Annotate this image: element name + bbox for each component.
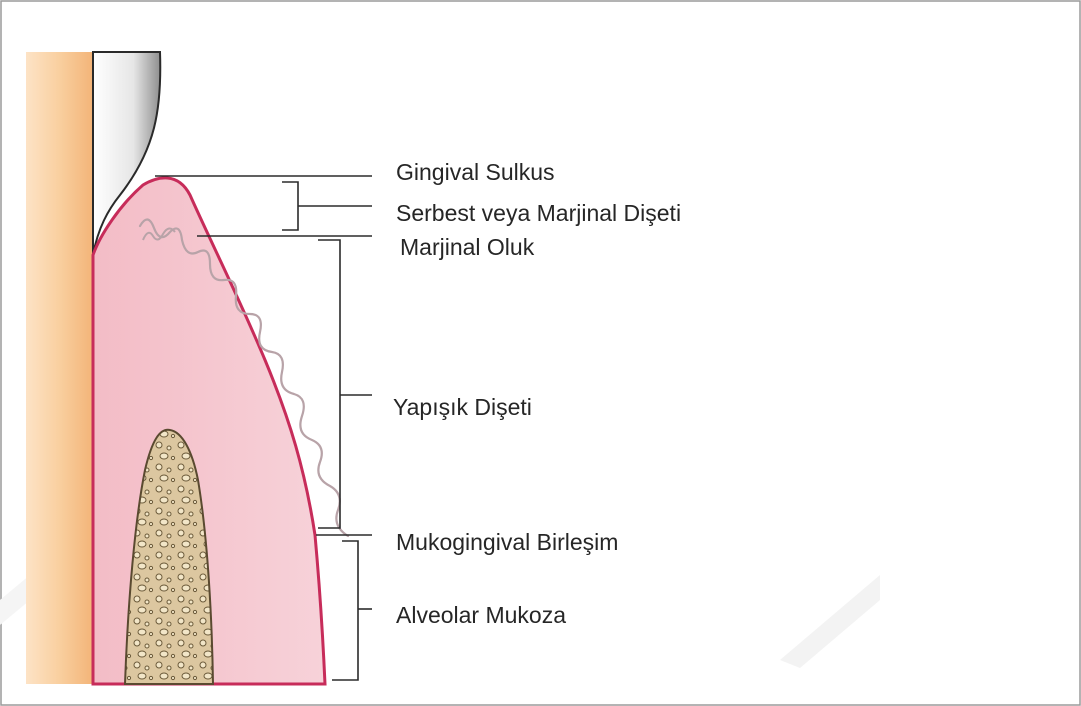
label-marjinal-oluk: Marjinal Oluk (400, 236, 534, 259)
label-yapisik-diseti: Yapışık Dişeti (393, 396, 532, 419)
label-mukogingival-birlesim: Mukogingival Birleşim (396, 531, 618, 554)
tooth-root (26, 52, 93, 684)
label-alveolar-mukoza: Alveolar Mukoza (396, 604, 566, 627)
label-gingival-sulkus: Gingival Sulkus (396, 161, 555, 184)
label-serbest-marjinal-diseti: Serbest veya Marjinal Dişeti (396, 202, 681, 225)
